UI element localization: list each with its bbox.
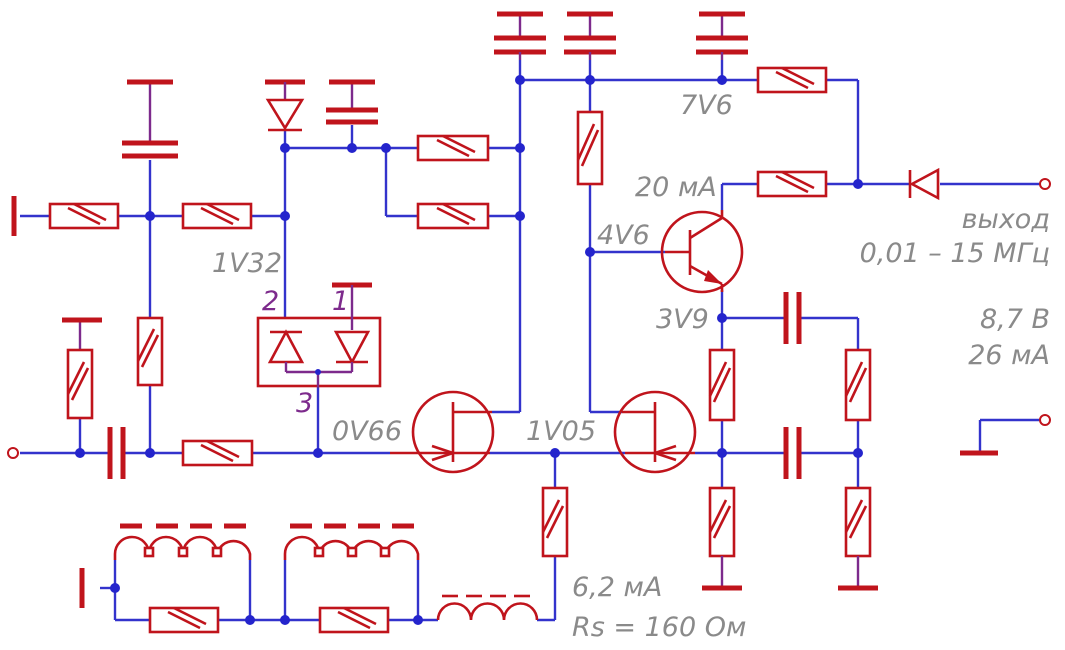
- resistor-input-bias: [48, 202, 120, 230]
- label-1v05: 1V05: [526, 416, 596, 447]
- wires: [20, 60, 1040, 622]
- input-terminal[interactable]: [7, 447, 19, 459]
- resistor-drain-lower: [708, 486, 736, 588]
- capacitor-bias: [122, 82, 178, 159]
- capacitor-top-3: [696, 14, 748, 60]
- vertical-resistors: [66, 110, 872, 588]
- labels: 1V32 7V6 20 мА 4V6 3V9 0V66 1V05 6,2 мА …: [212, 90, 1050, 643]
- inductor-source: [436, 594, 539, 621]
- label-pin-3: 3: [296, 388, 313, 419]
- label-supply-current: 26 мА: [968, 340, 1050, 371]
- label-4v6: 4V6: [597, 220, 650, 251]
- diode-output: [908, 167, 940, 201]
- bjt-q3: [660, 210, 744, 294]
- resistor-emitter: [708, 348, 736, 422]
- capacitor-bypass-352: [326, 82, 378, 125]
- capacitor-top-2: [564, 14, 616, 60]
- transformer-1: [113, 523, 252, 560]
- capacitor-input-coupling: [107, 427, 126, 479]
- output-terminal[interactable]: [1039, 178, 1051, 190]
- resistor-bias-2: [181, 202, 253, 230]
- label-pin-1: 1: [332, 286, 349, 317]
- label-6-2ma: 6,2 мА: [572, 572, 662, 603]
- resistor-base-feed: [576, 110, 604, 186]
- label-frequency-range: 0,01 – 15 МГц: [860, 238, 1050, 269]
- resistor-top-2: [416, 202, 490, 230]
- junction-dots: [75, 75, 863, 625]
- jfet-q2: [613, 390, 697, 474]
- jfet-q1: [390, 390, 495, 474]
- supply-terminal[interactable]: [1039, 414, 1051, 426]
- label-20ma: 20 мА: [635, 172, 717, 203]
- capacitor-drain-coupling: [783, 427, 802, 479]
- transformer-2: [283, 523, 420, 560]
- label-0v66: 0V66: [332, 416, 402, 447]
- resistor-input-shunt: [66, 320, 94, 420]
- label-pin-2: 2: [262, 286, 279, 317]
- diode-top-left: [265, 82, 305, 132]
- capacitor-emitter-coupling: [783, 292, 802, 344]
- label-7v6: 7V6: [680, 90, 733, 121]
- capacitors: [107, 14, 802, 479]
- resistor-input-series: [181, 439, 254, 467]
- rail-bars: [11, 11, 998, 608]
- resistor-bottom-1: [148, 606, 220, 634]
- capacitor-top-1: [494, 14, 546, 60]
- resistor-bottom-2: [318, 606, 390, 634]
- resistor-source: [541, 486, 569, 558]
- horizontal-resistors: [48, 66, 828, 634]
- terminals: [7, 178, 1051, 459]
- resistor-bias-shunt: [136, 316, 164, 387]
- label-1v32: 1V32: [212, 248, 282, 279]
- resistor-top-1: [416, 134, 490, 162]
- resistor-collector: [756, 170, 828, 198]
- label-3v9: 3V9: [656, 304, 709, 335]
- label-supply-voltage: 8,7 В: [980, 304, 1050, 335]
- dual-diode-package: [256, 285, 382, 388]
- resistor-rail: [756, 66, 828, 94]
- resistor-output-lower: [844, 486, 872, 588]
- label-rs: Rs = 160 Ом: [572, 612, 746, 643]
- resistor-output-shunt: [844, 348, 872, 422]
- label-output: выход: [962, 204, 1050, 235]
